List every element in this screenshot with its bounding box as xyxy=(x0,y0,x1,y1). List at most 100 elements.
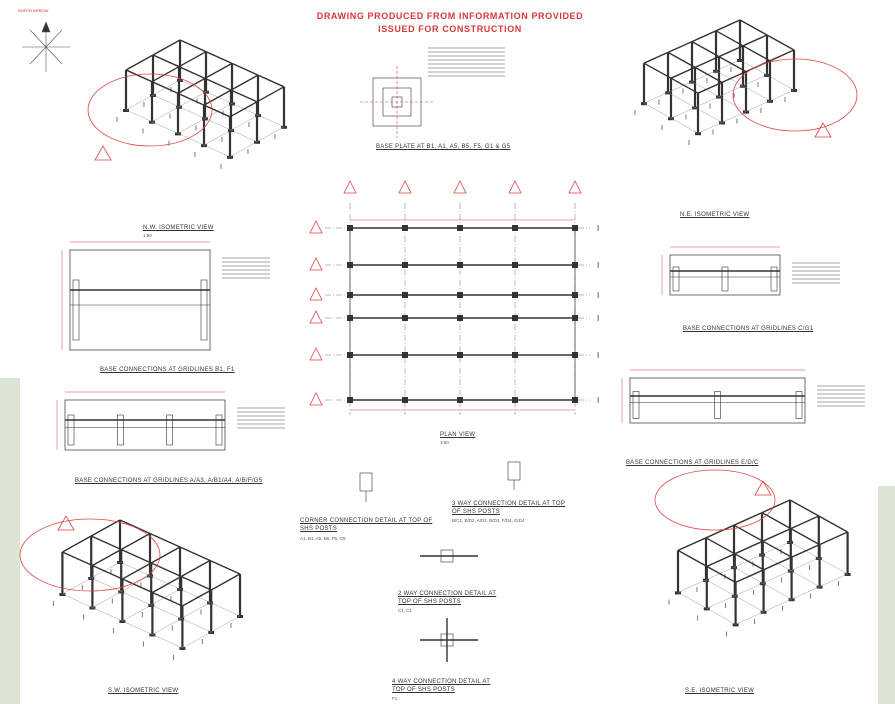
svg-text:I: I xyxy=(661,125,663,132)
svg-text:I: I xyxy=(730,67,732,74)
iso-view-ne: I I I I I I I I I I I I I I I xyxy=(634,19,797,147)
svg-text:I: I xyxy=(709,104,711,111)
svg-text:I: I xyxy=(682,89,684,96)
svg-text:I: I xyxy=(82,615,84,622)
svg-text:I: I xyxy=(201,639,203,646)
svg-text:I: I xyxy=(685,114,687,121)
label-sw-iso: S.W. ISOMETRIC VIEW xyxy=(108,688,179,694)
svg-text:I: I xyxy=(597,224,599,233)
svg-text:I: I xyxy=(697,615,699,622)
label-base-conn-a: BASE CONNECTIONS AT GRIDLINES A/A3, A/B1… xyxy=(75,478,263,484)
svg-text:I: I xyxy=(142,642,144,649)
label-4way-conn: 4 WAY CONNECTION DETAIL AT TOP OF SHS PO… xyxy=(392,679,491,693)
svg-text:I: I xyxy=(782,606,784,613)
svg-text:I: I xyxy=(597,351,599,360)
svg-text:I: I xyxy=(712,129,714,136)
svg-text:I: I xyxy=(781,578,783,585)
sub-4way-conn: F1 xyxy=(392,696,398,701)
svg-text:I: I xyxy=(754,619,756,626)
sub-3way-conn: B/C1, B/D2, A/D2, B/D3, F/D4, G/D4 xyxy=(452,518,525,523)
svg-text:I: I xyxy=(706,78,708,85)
svg-text:I: I xyxy=(634,110,636,117)
svg-text:I: I xyxy=(597,396,599,405)
label-ne-iso: N.E. ISOMETRIC VIEW xyxy=(680,212,750,218)
revision-triangles xyxy=(57,122,832,531)
elevation-details xyxy=(56,241,865,451)
svg-text:I: I xyxy=(696,587,698,594)
label-2way-conn: 2 WAY CONNECTION DETAIL AT TOP OF SHS PO… xyxy=(398,591,497,605)
svg-text:I: I xyxy=(752,562,754,569)
svg-text:I: I xyxy=(809,565,811,572)
svg-text:I: I xyxy=(838,581,840,588)
svg-text:I: I xyxy=(726,631,728,638)
header-line-1: DRAWING PRODUCED FROM INFORMATION PROVID… xyxy=(316,11,584,21)
svg-text:I: I xyxy=(112,628,114,635)
svg-text:I: I xyxy=(658,99,660,106)
scale-plan-view: 1:50 xyxy=(440,440,449,445)
connection-details xyxy=(359,461,521,662)
svg-text:I: I xyxy=(141,612,143,619)
svg-text:I: I xyxy=(169,114,171,121)
svg-text:I: I xyxy=(143,102,145,109)
label-base-conn-e: BASE CONNECTIONS AT GRIDLINES E/D/C xyxy=(626,460,759,466)
svg-text:I: I xyxy=(780,549,782,556)
sub-corner-conn: A1, B1, A5, B5, F5, G5 xyxy=(300,536,346,541)
svg-text:I: I xyxy=(168,140,170,147)
north-arrow-symbol xyxy=(22,21,70,72)
svg-text:I: I xyxy=(688,140,690,147)
label-nw-iso: N.W. ISOMETRIC VIEW xyxy=(143,225,214,231)
label-plan-view: PLAN VIEW xyxy=(440,432,476,438)
label-base-conn-p1: BASE CONNECTIONS AT GRIDLINES B1, F1 xyxy=(100,367,235,373)
plan-view: I I I I I I xyxy=(309,180,599,415)
base-plate-detail xyxy=(360,47,505,138)
svg-text:I: I xyxy=(142,129,144,136)
drawing-header: DRAWING PRODUCED FROM INFORMATION PROVID… xyxy=(240,10,660,36)
svg-text:I: I xyxy=(725,603,727,610)
north-arrow-label: NORTH ARROW xyxy=(18,8,49,13)
svg-text:I: I xyxy=(597,291,599,300)
svg-text:I: I xyxy=(220,164,222,171)
label-se-iso: S.E. ISOMETRIC VIEW xyxy=(685,688,755,694)
svg-text:I: I xyxy=(171,626,173,633)
svg-text:I: I xyxy=(668,599,670,606)
svg-text:I: I xyxy=(274,134,276,141)
svg-text:I: I xyxy=(247,149,249,156)
svg-text:I: I xyxy=(194,152,196,159)
svg-text:I: I xyxy=(195,125,197,132)
svg-text:I: I xyxy=(81,585,83,592)
header-line-2: ISSUED FOR CONSTRUCTION xyxy=(378,24,522,34)
svg-text:I: I xyxy=(757,82,759,89)
label-3way-conn: 3 WAY CONNECTION DETAIL AT TOP OF SHS PO… xyxy=(452,501,566,515)
svg-text:I: I xyxy=(110,569,112,576)
svg-text:I: I xyxy=(736,119,738,126)
svg-text:I: I xyxy=(760,108,762,115)
svg-text:I: I xyxy=(221,137,223,144)
svg-text:I: I xyxy=(810,594,812,601)
label-corner-conn: CORNER CONNECTION DETAIL AT TOP OF SHS P… xyxy=(300,518,433,532)
svg-text:I: I xyxy=(597,261,599,270)
iso-view-se: I I I I I I I I I I I I I I I xyxy=(668,499,851,638)
sub-2way-conn: C1, C1 xyxy=(398,608,413,613)
revision-clouds xyxy=(19,58,858,592)
background-band-right xyxy=(878,486,895,704)
svg-text:I: I xyxy=(753,590,755,597)
svg-text:I: I xyxy=(200,610,202,617)
label-base-plate: BASE PLATE AT B1, A1, A5, B5, F5, G1 & G… xyxy=(376,144,511,150)
svg-text:I: I xyxy=(140,583,142,590)
svg-text:I: I xyxy=(172,655,174,662)
svg-text:I: I xyxy=(248,122,250,129)
label-base-conn-cg1: BASE CONNECTIONS AT GRIDLINES C/G1 xyxy=(683,326,814,332)
svg-text:I: I xyxy=(784,97,786,104)
scale-nw-iso: 1:50 xyxy=(143,233,152,238)
svg-text:I: I xyxy=(116,117,118,124)
svg-text:I: I xyxy=(724,574,726,581)
svg-text:I: I xyxy=(230,623,232,630)
background-band-left xyxy=(0,378,20,704)
svg-text:I: I xyxy=(733,93,735,100)
svg-text:I: I xyxy=(170,596,172,603)
svg-text:I: I xyxy=(111,599,113,606)
svg-text:I: I xyxy=(597,314,599,323)
